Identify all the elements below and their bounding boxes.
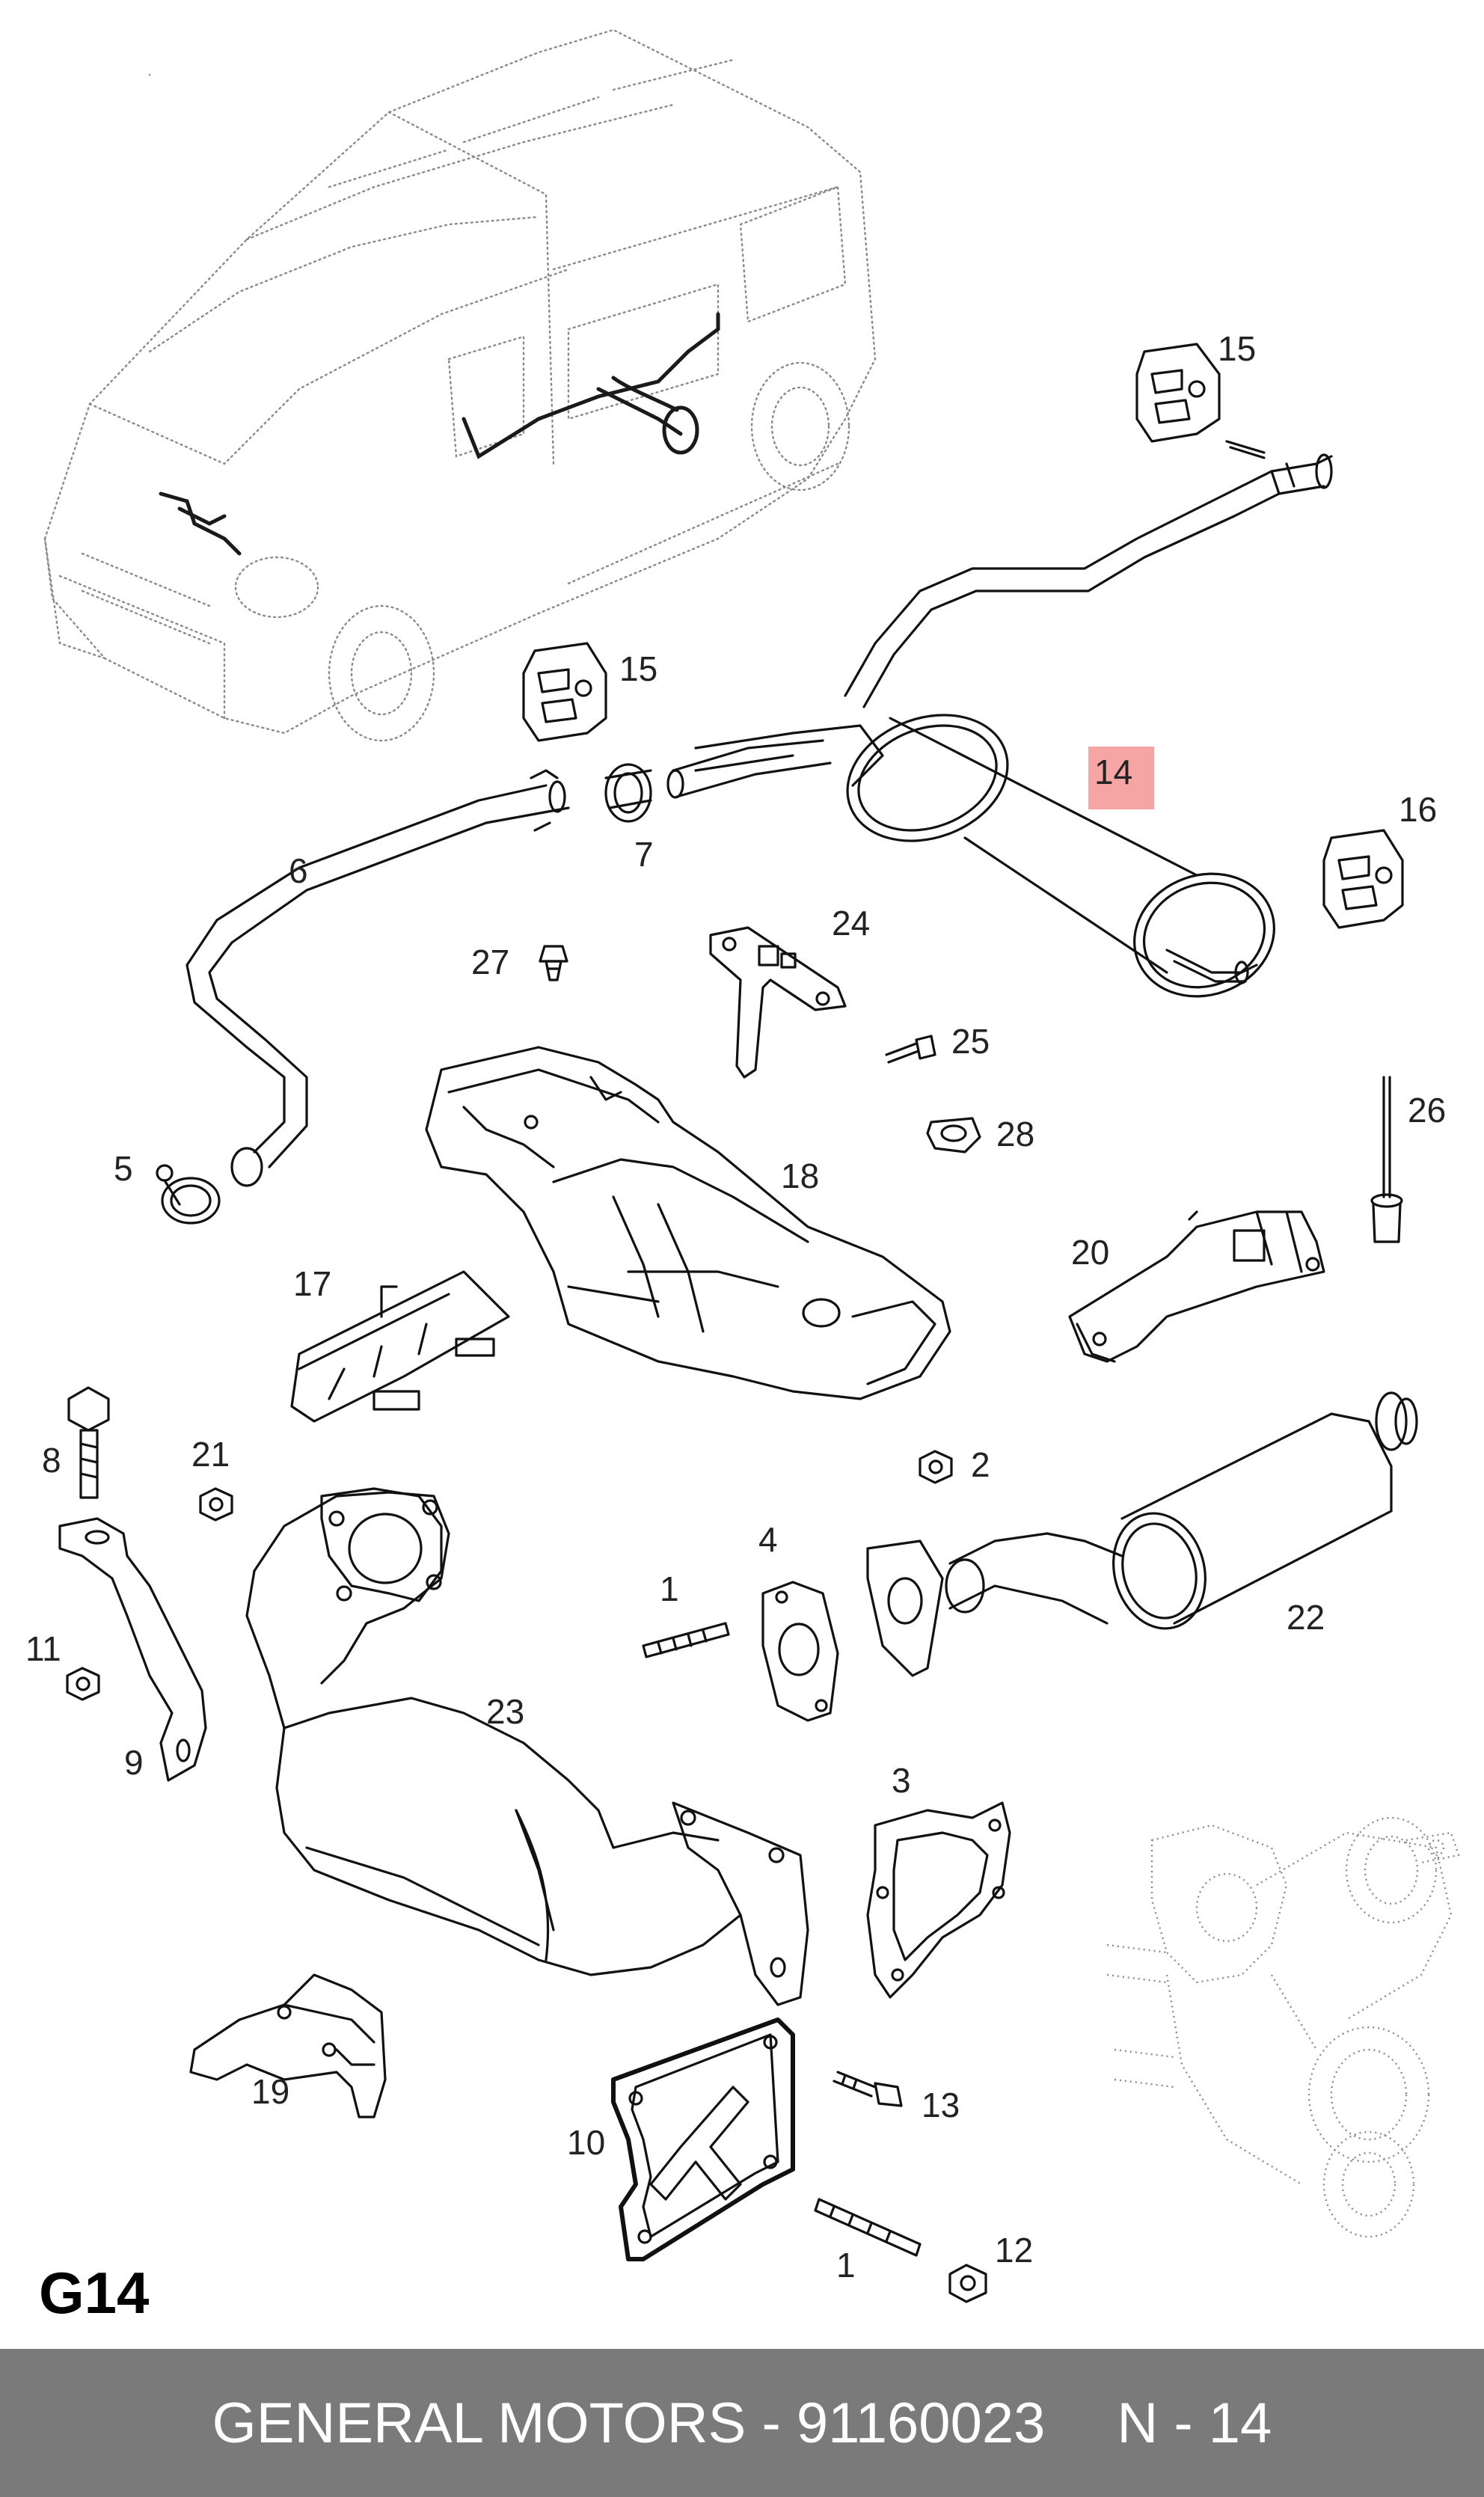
callout-2[interactable]: 2 — [971, 1445, 990, 1484]
callout-3[interactable]: 3 — [892, 1761, 911, 1800]
footer-bar: GENERAL MOTORS - 91160023 N - 14 — [0, 2349, 1484, 2497]
callout-16[interactable]: 16 — [1399, 790, 1437, 829]
bolt-13 — [833, 2071, 903, 2107]
callout-5[interactable]: 5 — [114, 1149, 133, 1188]
callout-9[interactable]: 9 — [124, 1743, 144, 1782]
bolt-25 — [885, 1035, 936, 1064]
nut-21 — [199, 1487, 233, 1522]
van-illustration — [43, 28, 877, 742]
callout-10[interactable]: 10 — [567, 2123, 605, 2162]
exhaust-parts-diagram: 14 — [25, 28, 1460, 2303]
bracket-24 — [709, 926, 847, 1079]
catalytic-converter-23 — [245, 1487, 809, 2006]
stud-1-upper — [642, 1622, 730, 1658]
bracket-19 — [189, 1973, 387, 2118]
nut-12 — [948, 2264, 987, 2303]
callout-20[interactable]: 20 — [1071, 1233, 1109, 1272]
pipe-clamp-5 — [156, 1164, 221, 1225]
callout-23[interactable]: 23 — [486, 1692, 524, 1731]
callout-1-upper[interactable]: 1 — [660, 1569, 679, 1608]
callout-8[interactable]: 8 — [42, 1441, 61, 1480]
gasket-4 — [761, 1581, 839, 1722]
rubber-hanger-16 — [1322, 829, 1404, 929]
nut-2 — [919, 1450, 953, 1484]
heat-shield-bracket-17 — [290, 1270, 510, 1423]
footer-brand-part-number: GENERAL MOTORS - 91160023 — [212, 2391, 1046, 2455]
tail-pipe — [844, 453, 1333, 708]
callout-15-middle[interactable]: 15 — [619, 649, 657, 688]
pipe-clamp-7 — [604, 739, 832, 823]
intermediate-pipe-6 — [186, 769, 570, 1187]
callout-17[interactable]: 17 — [293, 1264, 331, 1303]
front-pipe-22 — [866, 1391, 1418, 1677]
callout-11[interactable]: 11 — [25, 1629, 61, 1668]
rear-muffler-assembly — [694, 714, 1275, 998]
callout-22[interactable]: 22 — [1287, 1598, 1325, 1637]
nut-11 — [66, 1667, 100, 1701]
callout-19[interactable]: 19 — [251, 2072, 289, 2111]
bracket-20 — [1068, 1210, 1325, 1363]
stud-1-lower — [814, 2198, 922, 2257]
callout-18[interactable]: 18 — [781, 1156, 819, 1195]
callout-14-highlighted[interactable]: 14 — [1094, 753, 1132, 791]
callout-4[interactable]: 4 — [758, 1520, 778, 1559]
heat-shield-18 — [425, 1046, 951, 1400]
gasket-plate-10 — [611, 2017, 795, 2261]
callout-6[interactable]: 6 — [289, 851, 308, 890]
screw-27 — [539, 945, 568, 981]
callout-26[interactable]: 26 — [1408, 1091, 1446, 1130]
callout-28[interactable]: 28 — [996, 1115, 1034, 1153]
callout-12[interactable]: 12 — [995, 2231, 1033, 2270]
footer-page-reference: N - 14 — [1117, 2391, 1272, 2455]
callout-7[interactable]: 7 — [634, 835, 654, 874]
section-code: G14 — [39, 2260, 150, 2326]
bolt-8 — [67, 1386, 110, 1499]
callout-24[interactable]: 24 — [832, 904, 870, 943]
bracket-9 — [58, 1517, 207, 1782]
highlight-box — [1088, 747, 1154, 809]
callout-15-upper[interactable]: 15 — [1218, 329, 1256, 368]
callout-27[interactable]: 27 — [471, 943, 509, 981]
callout-25[interactable]: 25 — [951, 1022, 990, 1061]
rubber-hanger-middle — [522, 642, 607, 742]
gasket-3 — [866, 1801, 1011, 1999]
callout-1-lower[interactable]: 1 — [836, 2246, 856, 2285]
callout-21[interactable]: 21 — [191, 1435, 230, 1474]
turbocharger-illustration — [1106, 1816, 1460, 2238]
rubber-hanger-upper — [1135, 343, 1266, 459]
clip-nut-28 — [926, 1117, 981, 1153]
rivet-26 — [1370, 1076, 1403, 1243]
callout-13[interactable]: 13 — [922, 2086, 960, 2124]
